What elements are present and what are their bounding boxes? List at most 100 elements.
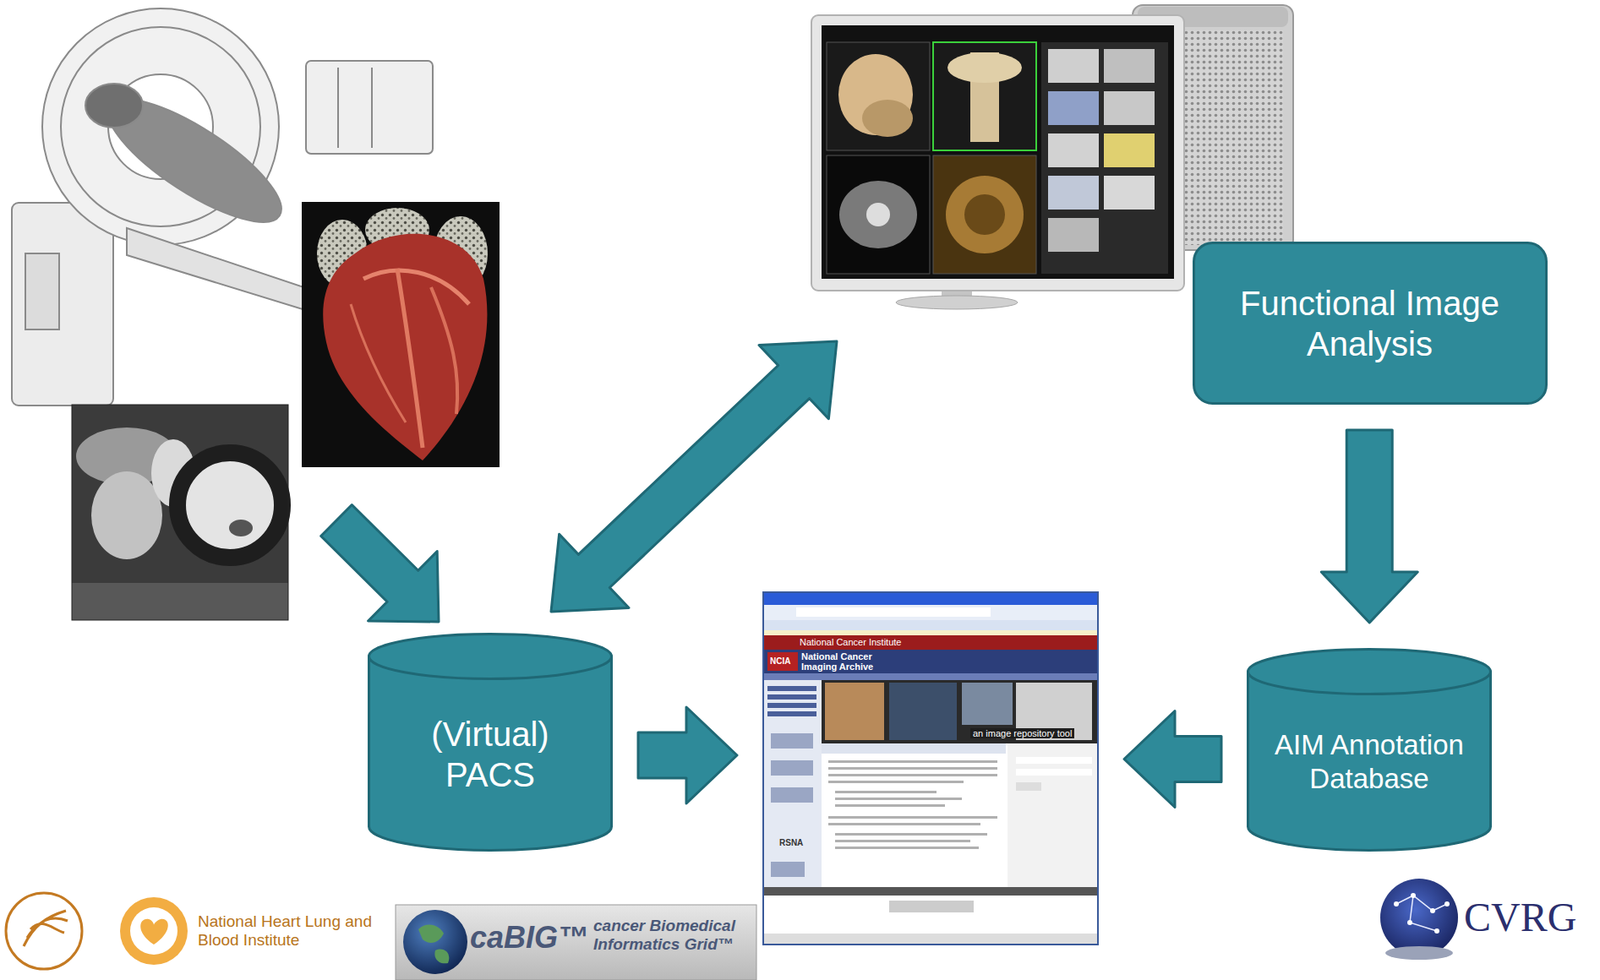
cvrg-logo-part [1396, 895, 1448, 932]
mri-image-part [71, 404, 289, 621]
monitor-part [933, 42, 1037, 151]
screenshot-mock-part [821, 743, 1006, 754]
screenshot-mock-part [767, 711, 817, 717]
screenshot-mock-part [767, 694, 817, 700]
process-box-shape [1193, 243, 1546, 405]
ct-scanner-sketch-part [85, 83, 143, 128]
mri-image-part [177, 453, 283, 558]
screenshot-text: NCIA [769, 656, 791, 667]
block-arrow [1124, 711, 1222, 809]
screenshot-mock-part [762, 635, 1099, 650]
block-arrow [1321, 430, 1418, 623]
cvrg-logo-part [1380, 879, 1459, 957]
monitor-part [1048, 175, 1099, 210]
screenshot-mock-part [770, 733, 814, 749]
monitor-part [1048, 133, 1099, 168]
mri-image-part [71, 404, 289, 621]
ct-scanner-sketch-part [11, 202, 114, 406]
text-holder: AIM Annotation Database [1246, 695, 1492, 829]
cylinder-top [369, 634, 612, 680]
cabig-banner [395, 905, 757, 980]
mri-image-part [91, 471, 163, 560]
database-cylinder: (Virtual) PACS [367, 633, 613, 852]
screenshot-mock-part [835, 804, 945, 808]
mri-image-part [229, 519, 253, 537]
cabig-banner-part [418, 925, 449, 965]
screenshot-text: RSNA [779, 838, 803, 848]
screenshot-mock-part [1007, 743, 1099, 888]
screenshot-mock-part [889, 682, 957, 741]
screenshot-mock-part [828, 823, 981, 826]
screenshot-mock-part [762, 630, 1099, 636]
hhs-logo-part [5, 893, 82, 970]
process-box: Functional Image Analysis [1192, 241, 1548, 405]
screenshot-mock-part [770, 760, 814, 776]
heart-rendering-part [431, 287, 458, 415]
screenshot-mock-part [767, 703, 817, 709]
screenshot-mock-part [821, 680, 1099, 744]
screenshot-mock-part [889, 901, 974, 913]
monitor-part [945, 175, 1024, 254]
monitor-part [947, 52, 1022, 83]
heart-rendering [301, 202, 500, 468]
text-holder: (Virtual) PACS [367, 680, 613, 829]
screenshot-frame [763, 592, 1098, 945]
screenshot-mock-part [824, 682, 885, 741]
screenshot-mock-part [770, 787, 814, 803]
cvrg-logo-part [1410, 893, 1416, 899]
node-label: (Virtual) PACS [405, 714, 575, 796]
mri-image-part [71, 583, 289, 621]
text-holder: Functional Image Analysis [1192, 241, 1548, 405]
logo-text: caBIG™ [469, 921, 589, 956]
database-cylinder: AIM Annotation Database [1246, 648, 1492, 852]
screenshot-mock-part [828, 774, 998, 777]
screenshot-mock-part [1015, 757, 1093, 765]
nhlbi-emblem-part [130, 907, 178, 956]
cvrg-logo [1380, 879, 1459, 961]
cvrg-logo-part [1407, 920, 1413, 926]
ct-scanner-sketch-part [305, 60, 433, 154]
node-label: AIM Annotation Database [1262, 728, 1476, 796]
screenshot-mock-part [828, 760, 998, 764]
block-arrow [321, 341, 837, 623]
cvrg-logo-part [1385, 946, 1453, 961]
monitor-part [933, 155, 1037, 274]
screenshot-mock-part [835, 791, 937, 794]
screenshot-mock-part [762, 887, 1099, 896]
monitor-part [1103, 175, 1155, 210]
web-page-screenshot: National Cancer InstituteNCIANational Ca… [762, 591, 1099, 946]
screenshot-text: an image repository tool [970, 728, 1075, 739]
logo-text: cancer Biomedical Informatics Grid™ [593, 917, 753, 955]
monitor-part [1041, 42, 1169, 274]
screenshot-mock-part [835, 846, 979, 850]
node-label: Functional Image Analysis [1209, 283, 1531, 365]
block-arrow-part [321, 505, 439, 623]
monitor-part [866, 202, 891, 227]
nhlbi-emblem-part [120, 897, 188, 966]
monitor-part [826, 155, 930, 274]
screenshot-mock-part [762, 591, 1099, 946]
monitor [811, 15, 1185, 310]
heart-rendering-part [397, 268, 423, 448]
screenshot-mock-part [828, 780, 964, 784]
screenshot-text: National Cancer Imaging Archive [801, 651, 893, 672]
ct-scanner-sketch-part [337, 67, 339, 148]
cabig-banner-part [395, 905, 757, 980]
block-arrow-part [551, 341, 837, 612]
cvrg-logo-part [1434, 928, 1440, 934]
screenshot-mock-part [762, 680, 822, 888]
monitor-part [1103, 49, 1155, 83]
monitor-part [862, 99, 913, 137]
screenshot-mock-part [1015, 769, 1093, 776]
screenshot-mock-part [767, 686, 817, 692]
cylinder-body [369, 656, 612, 852]
monitor-part [895, 295, 1018, 310]
screenshot-mock-part [767, 652, 798, 672]
screenshot-mock-part [1015, 782, 1042, 792]
screenshot-mock-part [762, 620, 1099, 631]
screenshot-mock-part [828, 816, 998, 820]
cvrg-logo-part [1393, 901, 1399, 907]
monitor-part [1048, 91, 1099, 126]
heart-rendering-part [301, 202, 500, 468]
